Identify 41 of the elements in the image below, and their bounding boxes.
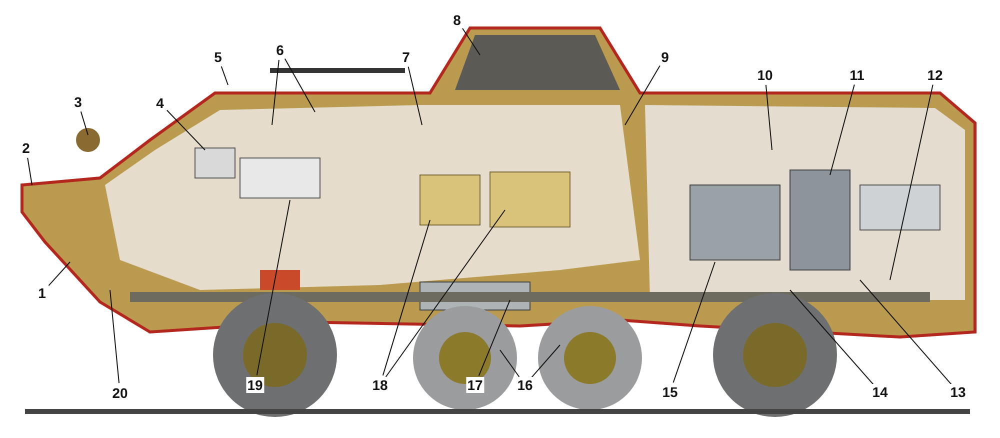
leader-line (80, 111, 88, 136)
callout-number: 11 (848, 67, 866, 83)
leader-line (385, 210, 506, 378)
callout-number: 10 (756, 67, 774, 83)
callout-number: 17 (466, 377, 484, 393)
leader-line (860, 280, 952, 385)
callout-number: 14 (871, 384, 889, 400)
leader-line (110, 290, 120, 384)
callout-number: 18 (371, 377, 389, 393)
leader-line (830, 84, 855, 176)
leader-line (672, 262, 716, 384)
callout-number: 15 (661, 384, 679, 400)
leader-line (408, 66, 422, 126)
callout-number: 5 (213, 49, 223, 65)
leader-line (500, 350, 520, 378)
callout-number: 16 (516, 377, 534, 393)
callout-number: 13 (949, 384, 967, 400)
callout-number: 19 (246, 377, 264, 393)
leader-line (256, 200, 290, 376)
leader-line (272, 59, 280, 126)
callout-number: 2 (21, 140, 31, 156)
leader-line (478, 300, 510, 376)
leader-line (382, 220, 430, 376)
leader-line (220, 66, 228, 86)
leader-line (27, 157, 32, 186)
callout-number: 9 (660, 49, 670, 65)
leader-line (48, 262, 70, 286)
callout-number: 7 (401, 49, 411, 65)
leader-line (890, 84, 934, 280)
leader-line (765, 84, 772, 150)
leader-line (531, 344, 560, 378)
callout-number: 1 (37, 285, 47, 301)
leader-line (624, 65, 660, 126)
callout-number: 6 (275, 42, 285, 58)
leader-line (284, 58, 316, 112)
callout-number: 12 (926, 67, 944, 83)
callout-number: 4 (155, 95, 165, 111)
leader-line (790, 290, 874, 385)
callout-number: 20 (111, 385, 129, 401)
callout-number: 3 (73, 94, 83, 110)
callout-number: 8 (452, 12, 462, 28)
